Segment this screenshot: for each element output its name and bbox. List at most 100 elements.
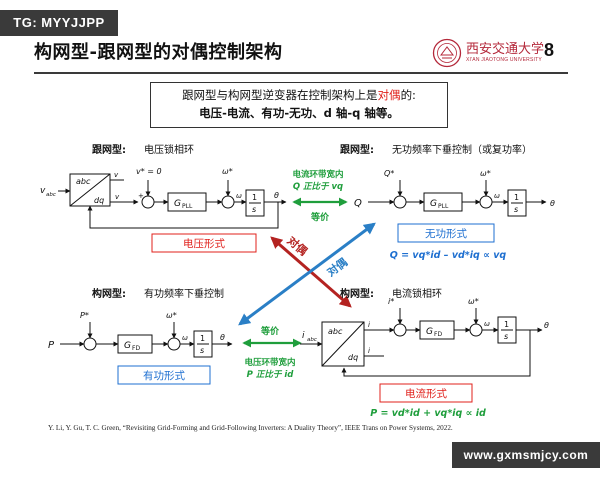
- intro-line-1-highlight: 对偶: [377, 88, 401, 102]
- duality-arrow-blue: [238, 222, 376, 326]
- reactive-form-label: 无功形式: [425, 227, 467, 240]
- gfl-q-header: 无功频率下垂控制（或复功率）: [392, 143, 532, 156]
- theta-3: θ: [220, 333, 225, 342]
- top-note-1: 电流环带宽内: [292, 169, 343, 180]
- abc-dq-block-2: [321, 321, 365, 367]
- vq-star-label: v* = 0: [136, 167, 162, 176]
- g-pll-sub: PLL: [182, 203, 193, 210]
- intro-line-1-suffix: 的:: [400, 88, 416, 102]
- integrator-1: [245, 189, 265, 217]
- id-star-label: i*: [388, 297, 394, 306]
- v-abc-sub: abc: [46, 192, 56, 198]
- reactive-form-box: [397, 223, 495, 243]
- title-divider: [34, 72, 568, 74]
- intro-line-1-prefix: 跟网型与构网型逆变器在控制架构上是: [182, 88, 378, 102]
- bottom-note-1: 电压环带宽内: [244, 357, 295, 368]
- university-name-en: XI'AN JIAOTONG UNIVERSITY: [466, 57, 542, 63]
- omega-star-1: ω*: [222, 167, 233, 176]
- voltage-form-label: 电压形式: [183, 237, 225, 250]
- id-label: i: [368, 321, 370, 329]
- int2-num: 1: [514, 193, 519, 202]
- active-power-equation: P = vd*id + vq*iq ∝ id: [370, 408, 486, 419]
- gfl-q-header-bold: 跟网型:: [340, 143, 374, 156]
- vd-label: v: [114, 171, 119, 179]
- g-pll-sub-2: PLL: [438, 203, 449, 210]
- sum-junction-2: [221, 195, 235, 209]
- gfm-p-block: 构网型: 有功频率下垂控制 P P* G FD ω* ω 1 s θ: [48, 287, 233, 358]
- gfm-i-header-bold: 构网型:: [340, 287, 374, 300]
- g-fd-sub-2: FD: [434, 331, 442, 338]
- university-logo: 西安交通大学 XI'AN JIAOTONG UNIVERSITY: [430, 36, 544, 72]
- gfl-q-block: 跟网型: 无功频率下垂控制（或复功率） Q Q* G PLL ω* ω 1 s …: [340, 143, 555, 217]
- sum-junction-8: [469, 323, 483, 337]
- i-abc-sub: abc: [307, 337, 317, 343]
- active-form-label: 有功形式: [143, 369, 185, 382]
- top-note-2: Q 正比于 vq: [293, 181, 343, 192]
- q-input-label: Q: [354, 198, 362, 209]
- theta-1: θ: [274, 191, 279, 200]
- int4-den: s: [504, 332, 508, 341]
- abc-label-2: abc: [328, 327, 343, 336]
- page-number: 8: [544, 40, 555, 60]
- int3-den: s: [200, 346, 204, 355]
- gfm-i-header: 电流锁相环: [392, 287, 442, 300]
- int2-den: s: [514, 205, 518, 214]
- citation: Y. Li, Y. Gu, T. C. Green, “Revisiting G…: [48, 424, 453, 432]
- gfl-pll-block: 跟网型: 电压锁相环 abc dq v abc v v v* = 0 +: [40, 143, 287, 229]
- reactive-power-equation: Q = vq*id – vd*iq ∝ vq: [390, 250, 507, 261]
- top-equivalence-label: 等价: [310, 211, 330, 223]
- g-pll-label: G: [174, 199, 181, 209]
- p-input-label: P: [48, 340, 55, 351]
- sum-junction-4: [479, 195, 493, 209]
- dq-label-2: dq: [348, 353, 358, 362]
- q-star-label: Q*: [384, 169, 394, 178]
- integrator-2: [507, 189, 527, 217]
- omega-3: ω: [182, 334, 188, 342]
- g-fd-label-2: G: [426, 327, 433, 337]
- theta-4: θ: [544, 321, 549, 330]
- current-form-box: [379, 383, 473, 403]
- omega-4: ω: [484, 320, 490, 328]
- gfl-pll-header-bold: 跟网型:: [92, 143, 126, 156]
- bottom-note-2: P 正比于 id: [247, 369, 295, 380]
- iq-label: i: [368, 347, 370, 355]
- g-fd-sub: FD: [132, 345, 140, 352]
- gfl-pll-header: 电压锁相环: [144, 143, 194, 156]
- duality-label-left: 对偶: [285, 233, 311, 258]
- slide-title: 构网型-跟网型的对偶控制架构: [34, 42, 283, 63]
- sum1-sign: +: [138, 192, 144, 200]
- current-form-label: 电流形式: [405, 387, 447, 400]
- g-pll-label-2: G: [430, 199, 437, 209]
- omega-star-2: ω*: [480, 169, 491, 178]
- gfm-p-header: 有功频率下垂控制: [144, 287, 224, 300]
- top-watermark: TG: MYYJJPP: [0, 10, 118, 36]
- active-form-box: [117, 365, 211, 385]
- dq-label: dq: [94, 196, 104, 205]
- university-seal-icon: [432, 38, 462, 68]
- omega-star-4: ω*: [468, 297, 479, 306]
- theta-2: θ: [550, 199, 555, 208]
- sum-junction-7: [393, 323, 407, 337]
- intro-line-2: 电压-电流、有功-无功、d 轴-q 轴等。: [199, 106, 399, 120]
- abc-label: abc: [76, 177, 91, 186]
- gfm-p-header-bold: 构网型:: [92, 287, 126, 300]
- omega-1: ω: [236, 192, 242, 200]
- p-star-label: P*: [80, 311, 89, 320]
- int3-num: 1: [200, 334, 205, 343]
- university-name: 西安交通大学: [466, 42, 545, 57]
- g-fd-label: G: [124, 341, 131, 351]
- vq-label: v: [115, 193, 120, 201]
- omega-2: ω: [494, 192, 500, 200]
- sum-junction-5: [83, 337, 97, 351]
- i-abc-label: i: [302, 331, 305, 341]
- intro-box: 跟网型与构网型逆变器在控制架构上是对偶的: 电压-电流、有功-无功、d 轴-q …: [150, 82, 448, 128]
- int4-num: 1: [504, 320, 509, 329]
- gfm-i-block: 构网型: 电流锁相环 i abc abc dq i i i* G FD ω*: [300, 287, 549, 377]
- bottom-watermark: www.gxmsmjcy.com: [452, 442, 600, 468]
- intro-line-1: 跟网型与构网型逆变器在控制架构上是对偶的:: [151, 87, 447, 103]
- bottom-equivalence-label: 等价: [260, 325, 280, 337]
- int1-den: s: [252, 205, 256, 214]
- sum-junction-3: [393, 195, 407, 209]
